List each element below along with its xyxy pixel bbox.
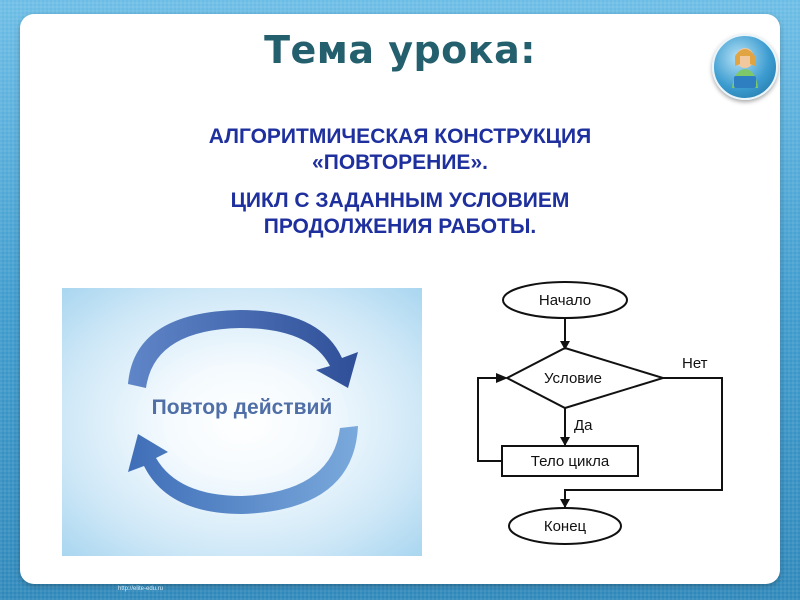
loop-arrows (128, 310, 358, 514)
condition-label: Условие (544, 370, 602, 387)
bottom-curved-arrow-icon (128, 426, 358, 514)
end-label: Конец (544, 518, 587, 535)
reading-girl-figure (732, 48, 758, 88)
top-curved-arrow-icon (128, 310, 358, 388)
loop-body-process (501, 445, 639, 477)
subtitle-line-2: «ПОВТОРЕНИЕ». (312, 151, 488, 174)
repeat-loop-diagram: Повтор действий (62, 288, 422, 556)
yes-label: Да (574, 417, 593, 434)
no-branch-line (564, 377, 723, 508)
loop-label: Повтор действий (151, 396, 333, 419)
slide-title: Тема урока: (264, 28, 536, 72)
loop-back-arrowhead-icon (496, 373, 508, 383)
loop-back-line (477, 377, 502, 462)
start-label: Начало (539, 292, 591, 309)
subtitle-line-3: ЦИКЛ С ЗАДАННЫМ УСЛОВИЕМ (230, 189, 570, 212)
body-arrowhead-icon (560, 437, 570, 446)
flowchart: Начало Условие Нет Да Тело цикла Конец (477, 281, 723, 545)
subtitle-line-1: АЛГОРИТМИЧЕСКАЯ КОНСТРУКЦИЯ (208, 125, 592, 148)
body-label: Тело цикла (531, 453, 610, 470)
reading-girl-emblem-icon (712, 34, 778, 100)
start-arrowhead-icon (560, 341, 570, 350)
subtitle-line-4: ПРОДОЛЖЕНИЯ РАБОТЫ. (263, 215, 537, 238)
no-label: Нет (682, 355, 708, 372)
footer-url: http://elite-edu.ru (118, 586, 164, 592)
end-arrowhead-icon (560, 499, 570, 508)
